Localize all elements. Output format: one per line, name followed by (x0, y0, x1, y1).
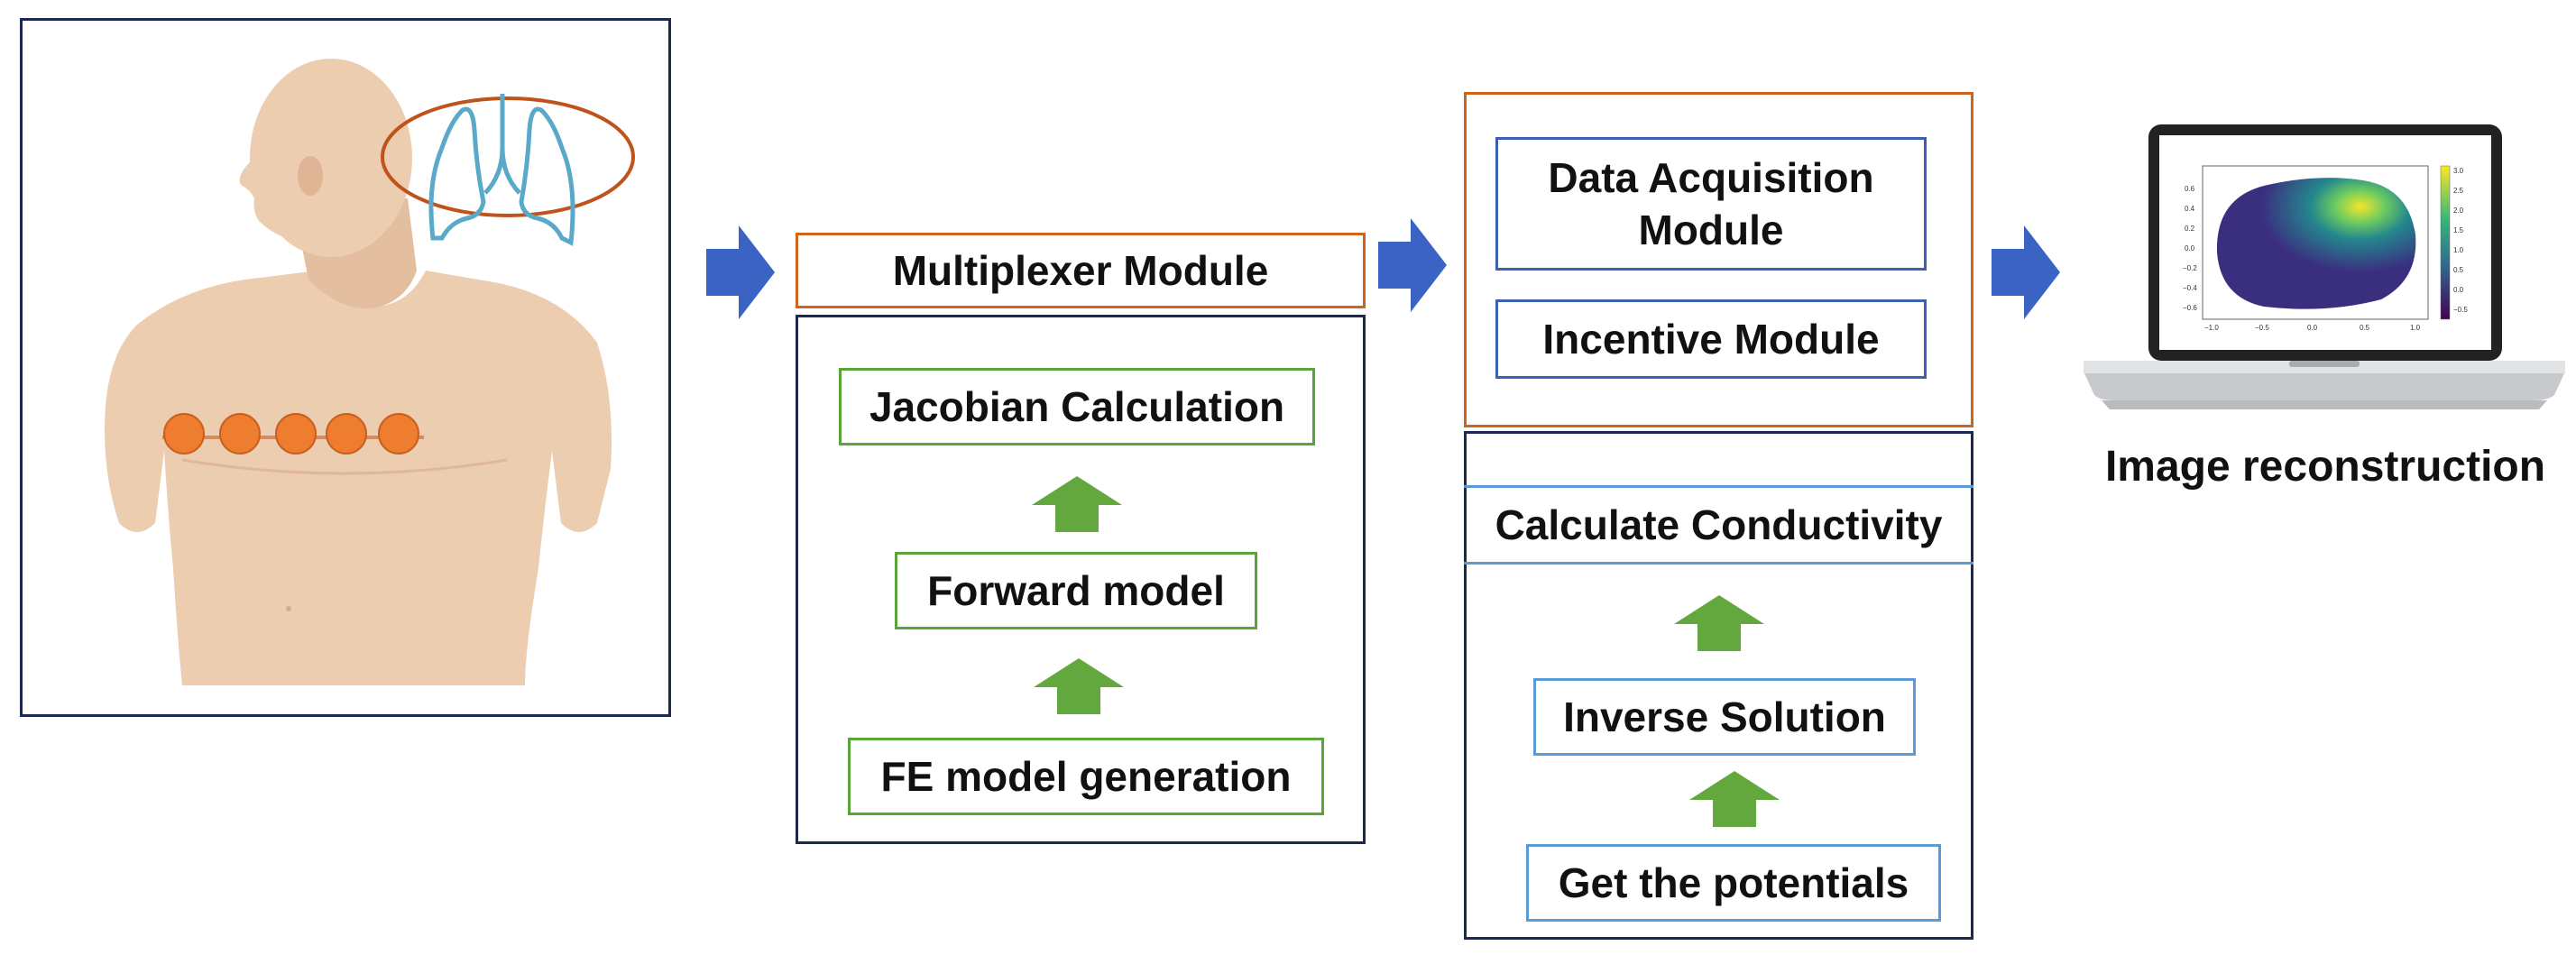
electrode-5 (378, 413, 419, 455)
get-potentials-box: Get the potentials (1526, 844, 1941, 922)
inverse-solution-label: Inverse Solution (1563, 693, 1886, 740)
calculate-conductivity-box: Calculate Conductivity (1464, 488, 1973, 562)
y-tick-label: 0.0 (2185, 244, 2195, 253)
multiplexer-module-label: Multiplexer Module (892, 247, 1269, 294)
data-acquisition-label-line2: Module (1638, 207, 1784, 253)
x-tick-label: 1.0 (2410, 324, 2421, 332)
colorbar-tick-label: 0.5 (2453, 266, 2464, 274)
colorbar-tick-label: 0.0 (2453, 286, 2464, 294)
y-tick-label: −0.6 (2183, 304, 2197, 312)
arrow-right-icon (1378, 218, 1447, 312)
colorbar-tick-label: 1.0 (2453, 246, 2464, 254)
calculate-conductivity-bracket (1464, 485, 1973, 565)
x-tick-label: −1.0 (2204, 324, 2219, 332)
forward-pipeline-panel (796, 315, 1366, 844)
image-reconstruction-label: Image reconstruction (2075, 435, 2576, 498)
inverse-solution-box: Inverse Solution (1533, 678, 1916, 756)
incentive-module-label: Incentive Module (1542, 316, 1880, 363)
colorbar-tick-label: 2.5 (2453, 187, 2464, 195)
lungs-icon (381, 94, 635, 246)
jacobian-calculation-label: Jacobian Calculation (869, 383, 1285, 430)
electrode-3 (275, 413, 317, 455)
data-acquisition-module-box: Data Acquisition Module (1495, 137, 1927, 271)
image-reconstruction-text: Image reconstruction (2104, 442, 2546, 491)
arrow-up-icon (1034, 658, 1124, 714)
forward-model-label: Forward model (927, 567, 1225, 614)
body-illustration-panel (20, 18, 671, 717)
incentive-module-box: Incentive Module (1495, 299, 1927, 379)
electrode-4 (326, 413, 367, 455)
data-acquisition-label-line1: Data Acquisition (1548, 154, 1874, 201)
electrode-belt (162, 413, 424, 455)
multiplexer-module: Multiplexer Module (796, 233, 1366, 308)
colorbar-tick-label: 3.0 (2453, 167, 2464, 175)
x-tick-label: 0.0 (2307, 324, 2318, 332)
y-tick-label: 0.2 (2185, 225, 2195, 233)
hardware-modules-panel (1464, 92, 1973, 427)
y-tick-label: −0.2 (2183, 264, 2197, 272)
forward-model-box: Forward model (895, 552, 1257, 629)
y-tick-label: −0.4 (2183, 284, 2197, 292)
get-potentials-label: Get the potentials (1558, 859, 1909, 906)
electrode-1 (163, 413, 205, 455)
jacobian-calculation-box: Jacobian Calculation (839, 368, 1315, 445)
fe-model-generation-box: FE model generation (848, 738, 1324, 815)
colorbar-tick-label: 1.5 (2453, 226, 2464, 234)
fe-model-generation-label: FE model generation (880, 753, 1292, 800)
calculate-conductivity-label: Calculate Conductivity (1495, 501, 1943, 548)
reconstruction-heatmap: 0.6 0.4 0.2 0.0 −0.2 −0.4 −0.6 −1.0 −0.5… (2183, 165, 2468, 332)
x-tick-label: −0.5 (2255, 324, 2269, 332)
inverse-pipeline-panel (1464, 431, 1973, 940)
x-tick-label: 0.5 (2360, 324, 2370, 332)
colorbar-tick-label: 2.0 (2453, 207, 2464, 215)
arrow-up-icon (1689, 771, 1780, 827)
y-tick-label: 0.6 (2185, 185, 2195, 193)
y-tick-label: 0.4 (2185, 205, 2195, 213)
electrode-2 (219, 413, 261, 455)
arrow-right-icon (706, 225, 775, 319)
arrow-up-icon (1032, 476, 1122, 532)
colorbar-tick-label: −0.5 (2453, 306, 2468, 314)
arrow-right-icon (1992, 225, 2060, 319)
human-torso-illustration (105, 59, 612, 685)
arrow-up-icon (1674, 595, 1764, 651)
